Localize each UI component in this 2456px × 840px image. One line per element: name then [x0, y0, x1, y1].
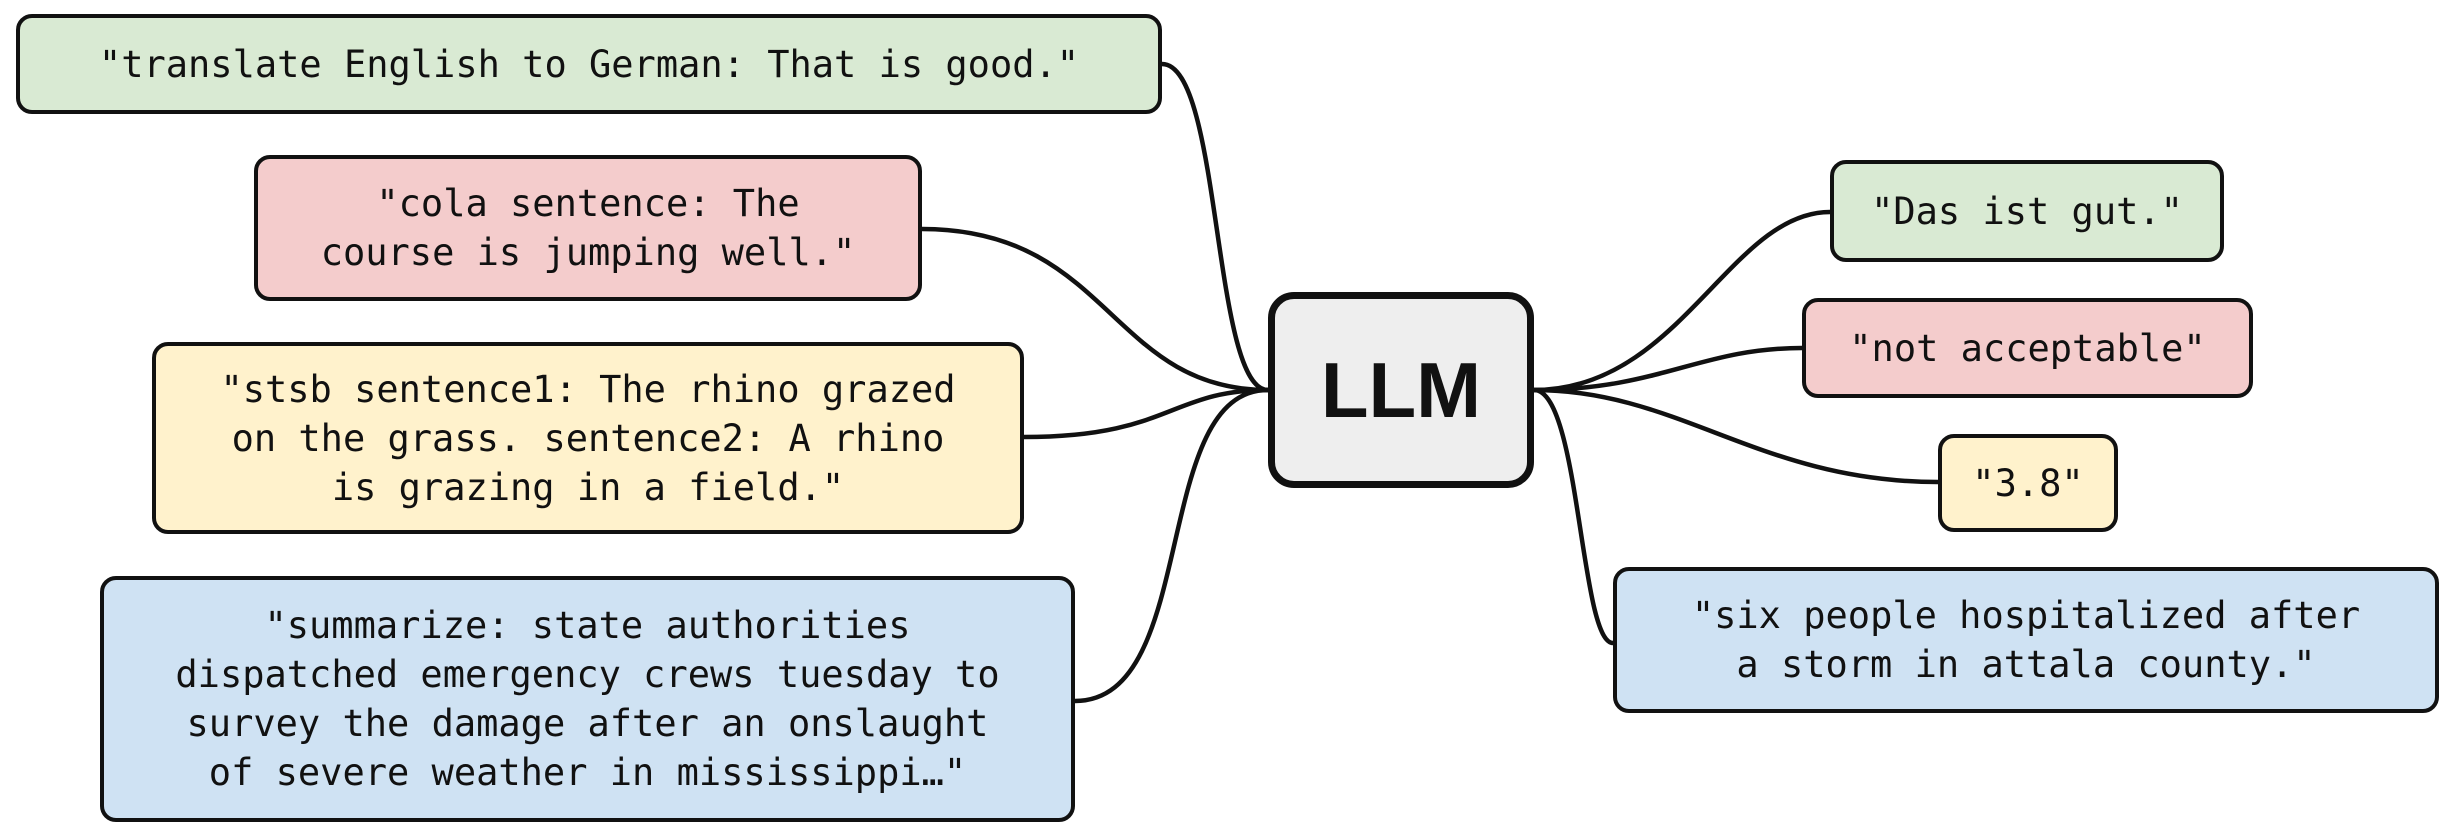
output-summarize-text: "six people hospitalized after a storm i…	[1691, 594, 2361, 686]
output-stsb-box: "3.8"	[1938, 434, 2118, 532]
input-stsb-text: "stsb sentence1: The rhino grazed on the…	[220, 367, 956, 509]
output-cola-box: "not acceptable"	[1802, 298, 2253, 398]
input-cola-text: "cola sentence: The course is jumping we…	[320, 182, 856, 274]
output-stsb-text: "3.8"	[1972, 461, 2084, 505]
input-translate-text: "translate English to German: That is go…	[98, 42, 1080, 86]
edge-cola-input	[921, 226, 1269, 393]
edge-translate-input	[1161, 61, 1269, 393]
edge-cola-output	[1533, 345, 1803, 393]
input-stsb-box: "stsb sentence1: The rhino grazed on the…	[152, 342, 1024, 534]
edge-translate-output	[1533, 209, 1831, 393]
input-summarize-text: "summarize: state authorities dispatched…	[175, 604, 1000, 794]
output-summarize-box: "six people hospitalized after a storm i…	[1613, 567, 2439, 713]
input-summarize-box: "summarize: state authorities dispatched…	[100, 576, 1075, 822]
input-translate-box: "translate English to German: That is go…	[16, 14, 1162, 114]
edge-summarize-output	[1533, 387, 1614, 646]
input-cola-box: "cola sentence: The course is jumping we…	[254, 155, 922, 301]
edge-stsb-output	[1533, 387, 1939, 485]
output-translate-text: "Das ist gut."	[1871, 189, 2183, 233]
edge-stsb-input	[1023, 387, 1269, 440]
edge-summarize-input	[1074, 387, 1269, 704]
output-cola-text: "not acceptable"	[1849, 326, 2206, 370]
output-translate-box: "Das ist gut."	[1830, 160, 2224, 262]
llm-hub-box: LLM	[1268, 292, 1534, 488]
llm-hub-label: LLM	[1320, 345, 1482, 434]
